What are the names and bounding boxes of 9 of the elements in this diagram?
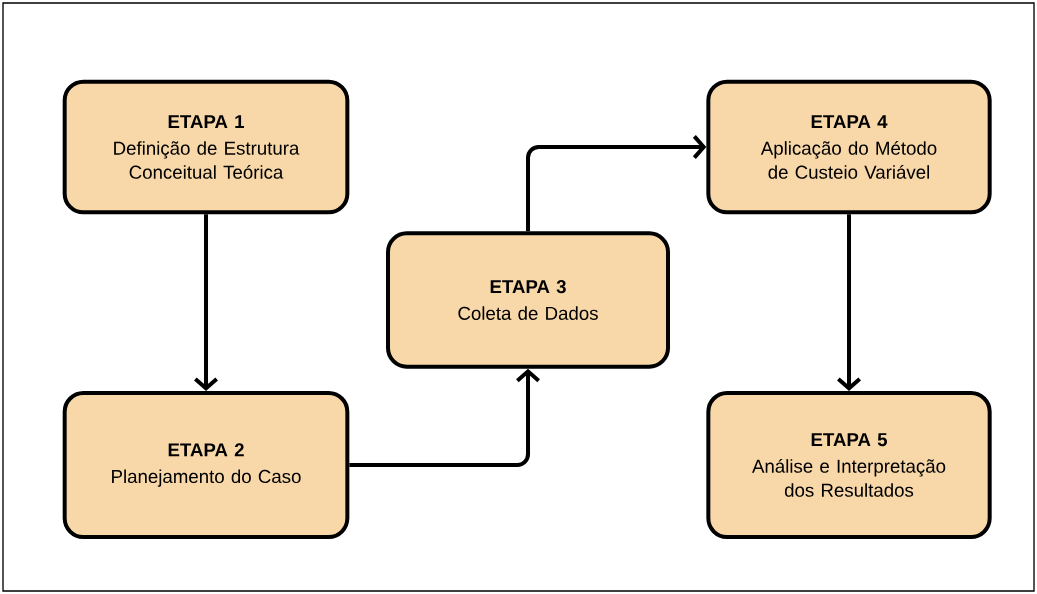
arrow (194, 214, 218, 391)
process-box: ETAPA 4 Aplicação do Método de Custeio Variável (706, 79, 992, 215)
arrow (349, 368, 540, 467)
process-box: ETAPA 5 Análise e Interpretação dos Resultados (706, 391, 992, 539)
process-box: ETAPA 3 Coleta de Dados (386, 231, 670, 369)
process-box: ETAPA 2 Planejamento do Caso (62, 391, 350, 539)
arrow (526, 135, 707, 232)
process-box: ETAPA 1 Definição de Estrutura Conceitual Teórica (62, 79, 350, 215)
arrow (837, 214, 861, 391)
